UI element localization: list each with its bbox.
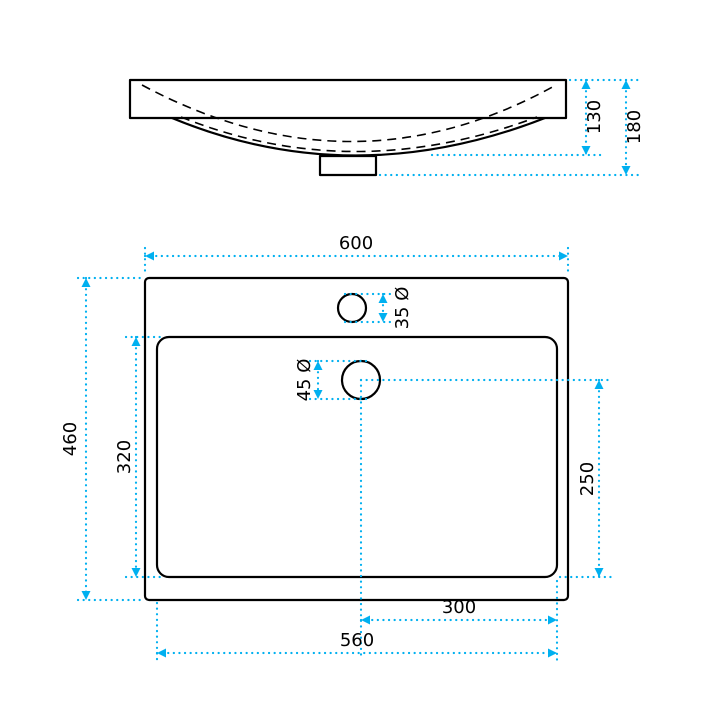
drain-outlet-profile	[318, 154, 378, 177]
dimension-label-300: 300	[442, 597, 476, 618]
dimension-label-45: 45 Ø	[294, 359, 315, 402]
side-view-drawing	[128, 78, 568, 177]
dimension-label-250: 250	[577, 462, 598, 496]
basin-bowl-hidden-line	[180, 116, 538, 153]
basin-inner-outline	[155, 335, 559, 579]
side-view-dimensions: 130 180	[378, 78, 645, 177]
dimension-label-35: 35 Ø	[392, 287, 413, 330]
dimension-label-460: 460	[60, 422, 81, 456]
faucet-hole-circle	[336, 292, 368, 324]
dimension-label-180: 180	[624, 110, 645, 144]
basin-bowl-profile	[171, 116, 546, 157]
basin-rim-profile	[128, 78, 568, 120]
dimension-label-320: 320	[114, 440, 135, 474]
dimension-label-130: 130	[584, 100, 605, 134]
plan-view-dimensions: 600 460 320 35 Ø 45 Ø 250 300	[60, 233, 614, 662]
plan-view-drawing	[143, 276, 570, 602]
dimension-label-600: 600	[339, 233, 373, 254]
dimension-label-560: 560	[340, 630, 374, 651]
basin-inner-edge-hidden-line	[141, 84, 557, 143]
